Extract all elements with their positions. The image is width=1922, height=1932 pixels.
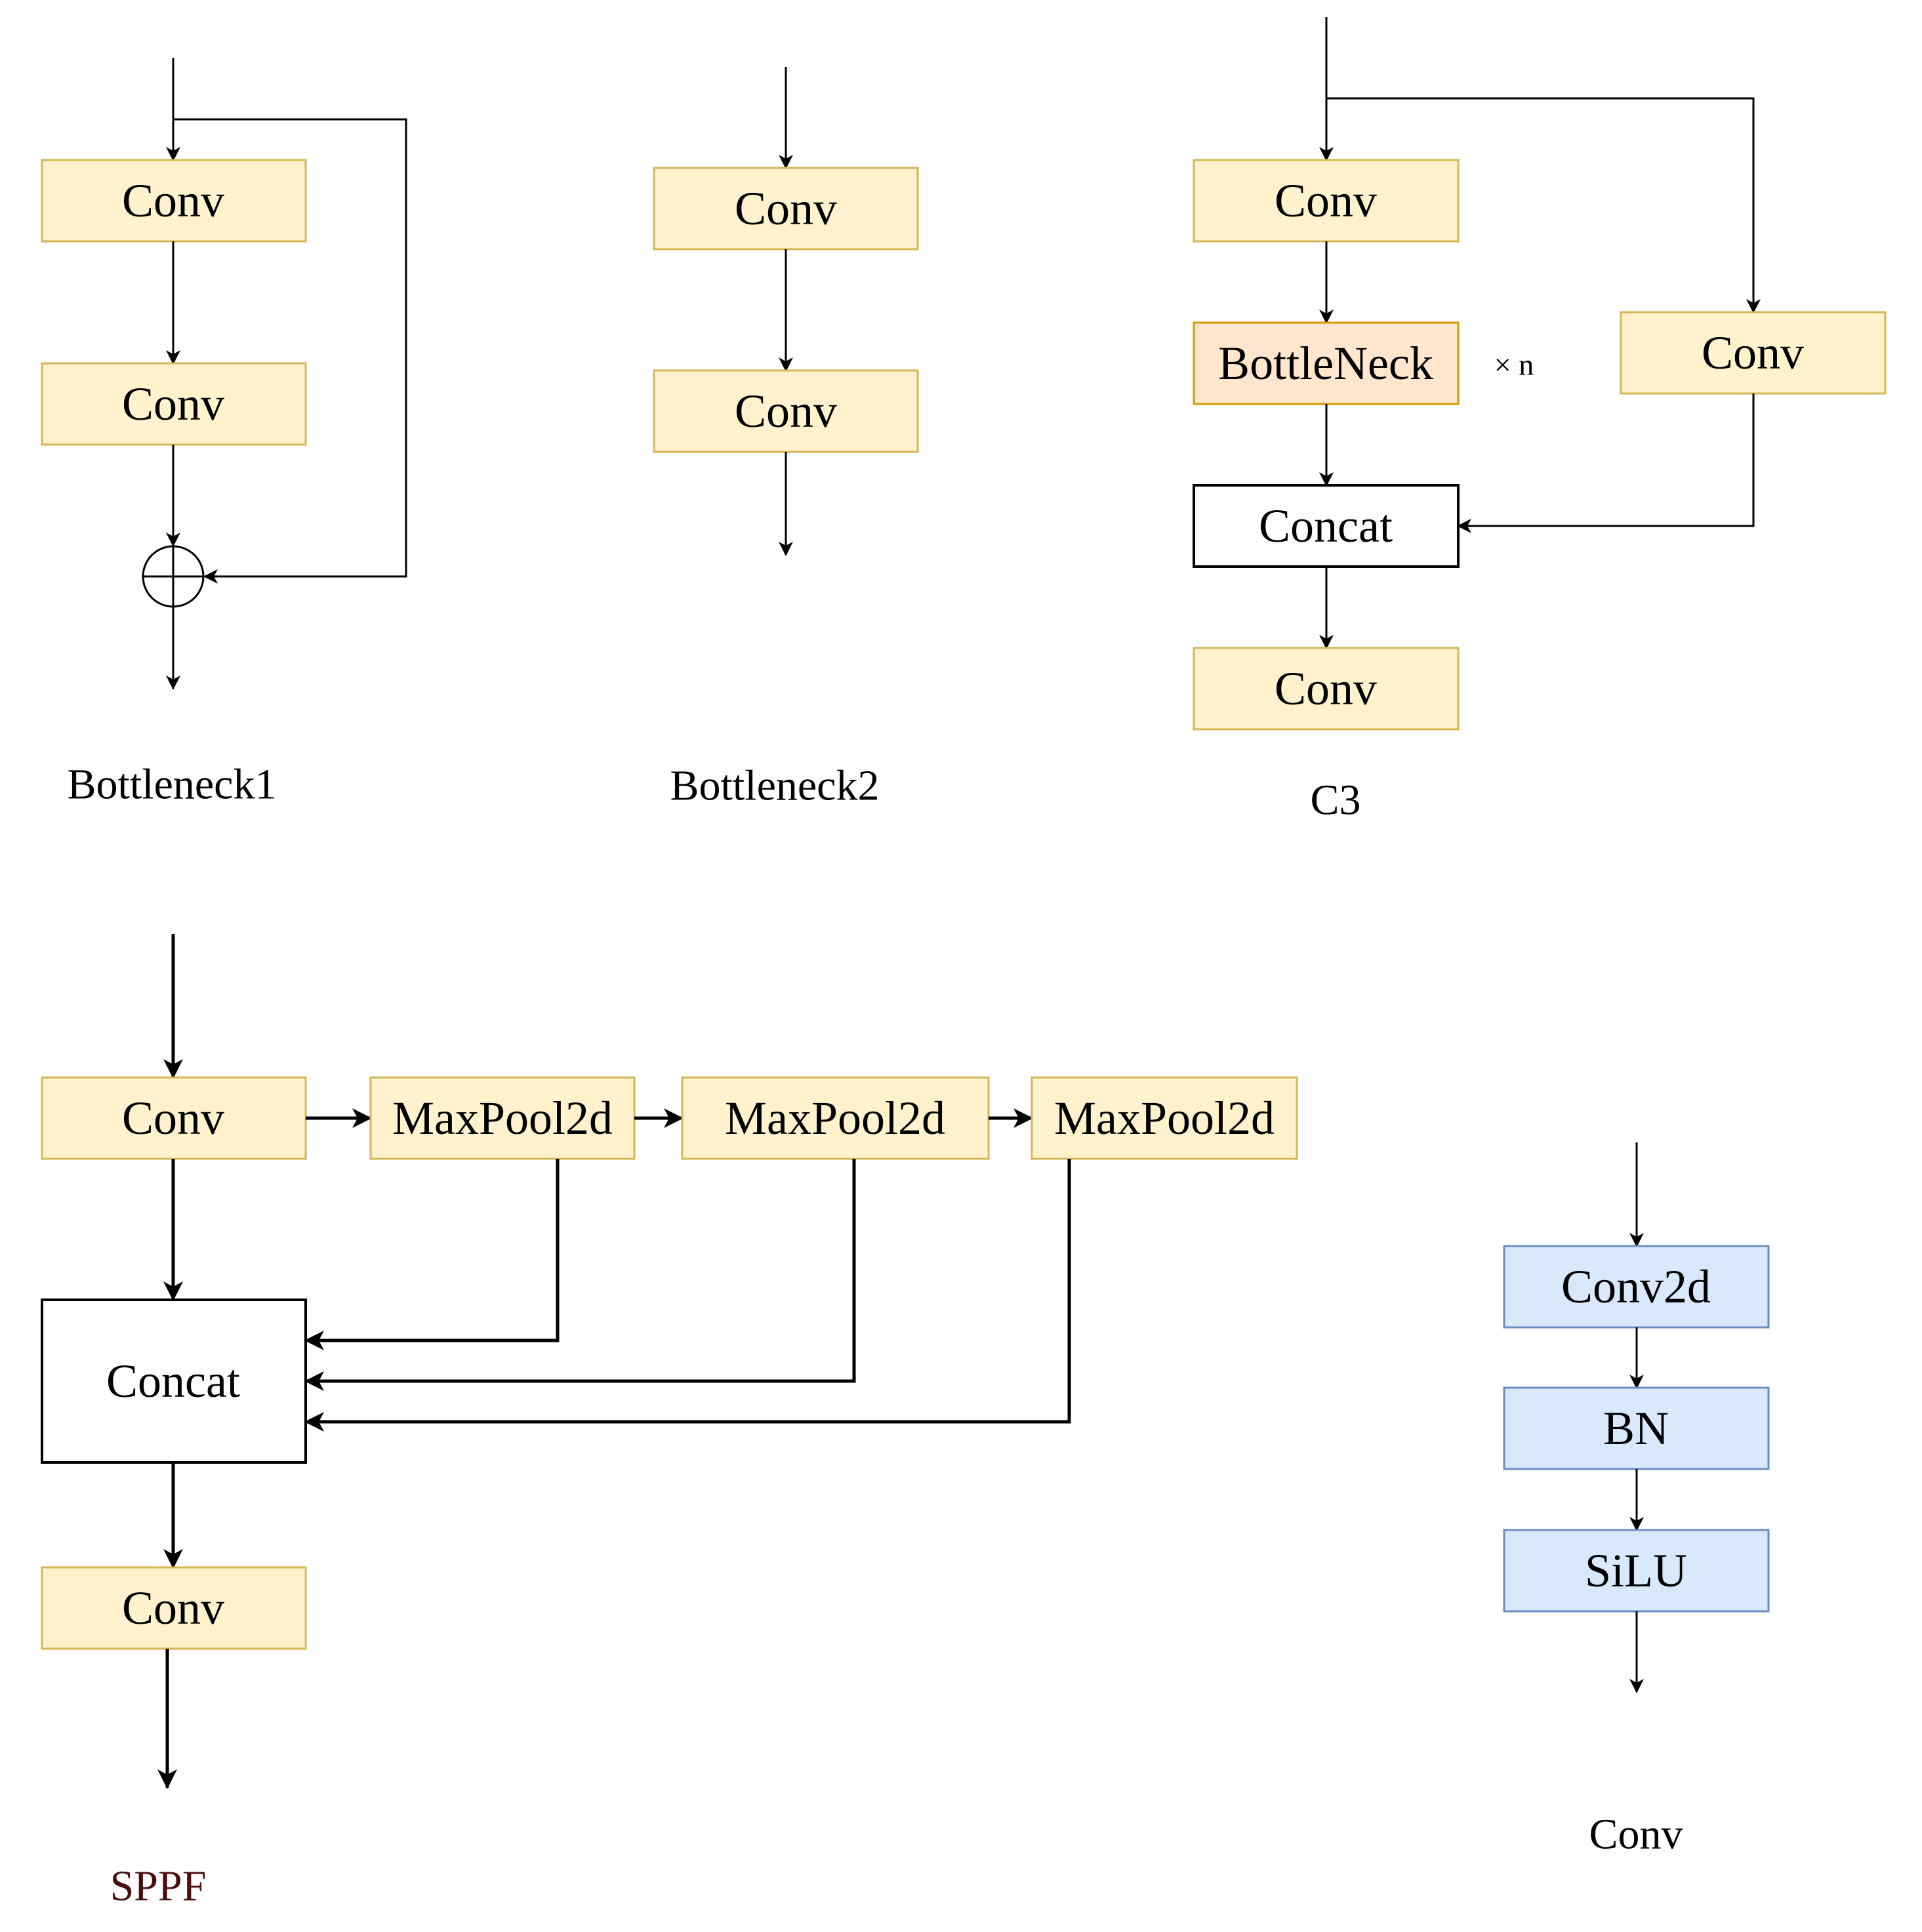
conv-label: Conv bbox=[122, 1582, 224, 1634]
module-caption: Conv bbox=[1589, 1811, 1683, 1859]
module-caption: C3 bbox=[1310, 776, 1360, 824]
conv-label: Conv bbox=[122, 1092, 224, 1144]
bottleneck1-module: Conv Conv Bottleneck1 bbox=[41, 58, 407, 809]
maxpool-box bbox=[1031, 1076, 1298, 1160]
bn-box bbox=[1503, 1386, 1770, 1470]
conv-module: Conv2d BN SiLU Conv bbox=[1503, 1142, 1770, 1859]
conv-box bbox=[1620, 311, 1887, 395]
concat-box bbox=[1193, 484, 1460, 568]
maxpool3-to-concat-arrow bbox=[304, 1159, 1071, 1432]
branch-merge-arrow bbox=[1457, 393, 1755, 533]
repeat-label: × n bbox=[1494, 348, 1534, 382]
maxpool-label: MaxPool2d bbox=[392, 1092, 613, 1144]
bn-label: BN bbox=[1603, 1402, 1669, 1455]
conv-label: Conv bbox=[122, 174, 224, 227]
residual-connection bbox=[173, 118, 407, 584]
circled-plus-icon bbox=[142, 545, 205, 608]
bottleneck-box bbox=[1193, 321, 1460, 405]
module-caption: Bottleneck2 bbox=[670, 762, 880, 810]
module-caption: SPPF bbox=[110, 1862, 207, 1910]
sppf-module: Conv MaxPool2d MaxPool2d MaxPool2d Conca… bbox=[41, 934, 1298, 1910]
maxpool2-to-concat-arrow bbox=[304, 1159, 856, 1391]
conv-box bbox=[653, 369, 919, 453]
maxpool-box bbox=[681, 1076, 990, 1160]
concat-box bbox=[41, 1298, 307, 1464]
silu-box bbox=[1503, 1529, 1770, 1613]
conv-box bbox=[653, 167, 919, 251]
conv-box bbox=[41, 1566, 307, 1650]
silu-label: SiLU bbox=[1585, 1544, 1687, 1597]
conv-label: Conv bbox=[1275, 662, 1377, 715]
bottleneck-label: BottleNeck bbox=[1218, 337, 1433, 390]
conv2d-label: Conv2d bbox=[1561, 1260, 1711, 1313]
maxpool-label: MaxPool2d bbox=[1054, 1092, 1275, 1144]
conv-box bbox=[41, 362, 307, 446]
maxpool1-to-concat-arrow bbox=[304, 1159, 560, 1350]
concat-label: Concat bbox=[106, 1355, 240, 1407]
conv-label: Conv bbox=[1275, 174, 1377, 227]
conv-label: Conv bbox=[735, 182, 837, 235]
concat-label: Concat bbox=[1259, 500, 1393, 552]
branch-arrow bbox=[1326, 97, 1761, 313]
maxpool-box bbox=[369, 1076, 636, 1160]
conv-label: Conv bbox=[122, 378, 224, 430]
conv-box bbox=[41, 159, 307, 243]
c3-module: Conv BottleNeck × n Conv Concat Conv C3 bbox=[1193, 17, 1887, 824]
maxpool-label: MaxPool2d bbox=[725, 1092, 945, 1144]
conv2d-box bbox=[1503, 1245, 1770, 1329]
conv-box bbox=[1193, 647, 1460, 731]
bottleneck2-module: Conv Conv Bottleneck2 bbox=[653, 67, 919, 810]
conv-label: Conv bbox=[1702, 327, 1804, 379]
conv-label: Conv bbox=[735, 385, 837, 437]
module-caption: Bottleneck1 bbox=[68, 761, 277, 809]
conv-box bbox=[41, 1076, 307, 1160]
